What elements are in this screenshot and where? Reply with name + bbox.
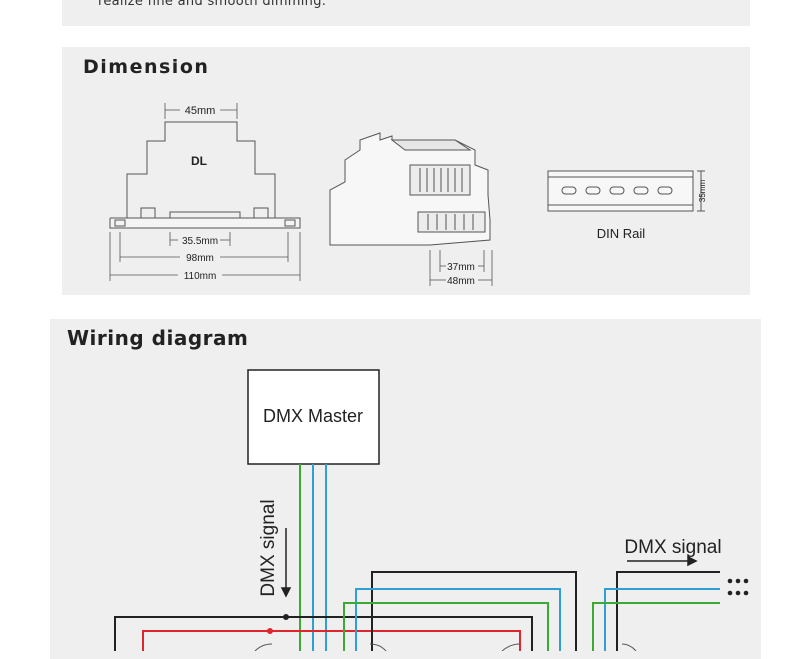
din-rail-drawing bbox=[547, 170, 705, 212]
continuation-dots bbox=[727, 578, 749, 596]
dim-full-width: 110mm bbox=[184, 271, 217, 282]
dmx-master-label: DMX Master bbox=[263, 406, 363, 426]
intro-panel bbox=[62, 0, 750, 26]
dim-rail-height: 35mm bbox=[698, 180, 707, 203]
dmx-signal-out-label: DMX signal bbox=[624, 537, 721, 558]
wiring-title: Wiring diagram bbox=[67, 326, 249, 350]
dim-mid-width: 98mm bbox=[186, 253, 214, 264]
isometric-view-drawing bbox=[329, 132, 491, 246]
dim-inner-width: 35.5mm bbox=[182, 236, 218, 247]
isometric-dimension-lines bbox=[429, 250, 493, 286]
din-rail-label: DIN Rail bbox=[597, 226, 646, 241]
front-label: DL bbox=[191, 154, 207, 168]
dmx-signal-in-label: DMX signal bbox=[258, 499, 279, 596]
dim-top-width: 45mm bbox=[185, 105, 216, 117]
front-dimension-lines bbox=[109, 103, 301, 281]
wire-bundle bbox=[114, 464, 720, 651]
signal-in-arrow bbox=[280, 528, 292, 598]
dimension-title: Dimension bbox=[83, 56, 210, 78]
junction-dot bbox=[267, 628, 273, 634]
intro-text: realize fine and smooth dimming. bbox=[98, 0, 327, 9]
dmx-master-box bbox=[247, 369, 380, 465]
device-tops bbox=[254, 643, 637, 651]
signal-out-arrow bbox=[627, 555, 698, 567]
junction-dot bbox=[283, 614, 289, 620]
dim-iso-inner: 37mm bbox=[447, 262, 475, 273]
isometric-slots bbox=[419, 168, 474, 230]
front-view-drawing bbox=[109, 121, 301, 229]
dim-iso-outer: 48mm bbox=[447, 276, 475, 287]
